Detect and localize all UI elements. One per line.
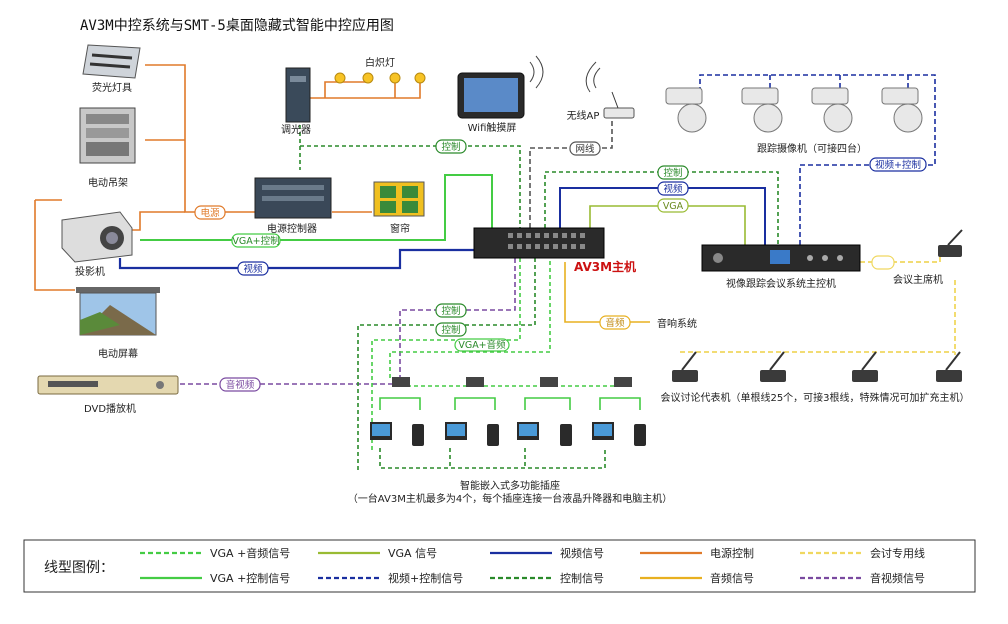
pc-towers-icon bbox=[412, 424, 646, 446]
delegates-label: 会议讨论代表机（单根线25个，可接3根线，特殊情况可加扩充主机） bbox=[660, 391, 969, 404]
legend-item: VGA +控制信号 bbox=[140, 571, 290, 585]
svg-text:VGA+音频: VGA+音频 bbox=[458, 339, 506, 351]
chairman-label: 会议主席机 bbox=[893, 273, 943, 286]
socket-note: （一台AV3M主机最多为4个，每个插座连接一台液晶升降器和电脑主机） bbox=[348, 492, 672, 505]
legend-label: 视频+控制信号 bbox=[388, 571, 463, 585]
vga-ctrl-edge-label: VGA+控制 bbox=[231, 233, 281, 248]
svg-text:控制: 控制 bbox=[441, 324, 460, 336]
tracking-cameras-icon bbox=[665, 87, 923, 133]
svg-text:VGA: VGA bbox=[663, 201, 684, 212]
audio-edge-label: 音频 bbox=[599, 315, 631, 330]
wireless-ap-icon bbox=[585, 61, 635, 119]
legend-label: 音视频信号 bbox=[870, 571, 925, 585]
curtain-label: 窗帘 bbox=[390, 222, 410, 235]
motor-hanger-icon bbox=[79, 107, 136, 164]
legend-label: 控制信号 bbox=[560, 571, 604, 585]
control-edge-label-s2: 控制 bbox=[435, 322, 467, 337]
sockets-icon bbox=[392, 377, 632, 387]
screen-label: 电动屏幕 bbox=[98, 347, 138, 360]
legend-item: 音视频信号 bbox=[800, 571, 925, 585]
projector-label: 投影机 bbox=[75, 265, 105, 278]
svg-text:音视频: 音视频 bbox=[226, 379, 255, 391]
lcd-lifts-icon bbox=[370, 422, 614, 440]
svg-text:电源: 电源 bbox=[200, 207, 220, 219]
diagram-title: AV3M中控系统与SMT-5桌面隐藏式智能中控应用图 bbox=[80, 17, 394, 34]
legend-label: VGA +控制信号 bbox=[210, 571, 290, 585]
svg-text:控制: 控制 bbox=[441, 141, 460, 153]
dimmer-label: 调光器 bbox=[281, 123, 311, 136]
legend-title: 线型图例： bbox=[44, 560, 114, 576]
legend-label: 音频信号 bbox=[710, 571, 754, 585]
bulbs-icon bbox=[334, 72, 426, 84]
cameras-label: 跟踪摄像机（可接四台） bbox=[757, 142, 867, 155]
svg-text:VGA+控制: VGA+控制 bbox=[232, 235, 279, 247]
svg-text:音频: 音频 bbox=[605, 317, 625, 329]
motor-hanger-label: 电动吊架 bbox=[88, 176, 128, 189]
video-edge-label-conf: 视频 bbox=[657, 181, 689, 196]
legend-label: VGA 信号 bbox=[388, 547, 437, 560]
legend-label: VGA +音频信号 bbox=[210, 546, 290, 560]
legend-item: 电源控制 bbox=[640, 546, 754, 560]
dvd-player-icon bbox=[37, 375, 179, 395]
legend-label: 会讨专用线 bbox=[870, 546, 925, 560]
svg-text:网线: 网线 bbox=[575, 143, 595, 155]
legend-item: 音频信号 bbox=[640, 571, 754, 585]
conf-edge-label bbox=[871, 255, 895, 270]
socket-title: 智能嵌入式多功能插座 bbox=[460, 479, 560, 492]
svg-text:视频: 视频 bbox=[243, 263, 263, 275]
legend-label: 视频信号 bbox=[560, 546, 604, 560]
power-edge-label: 电源 bbox=[194, 205, 226, 220]
incandescent-label: 白炽灯 bbox=[365, 56, 395, 69]
wifi-touchscreen-icon bbox=[457, 55, 544, 119]
projector-icon bbox=[61, 211, 133, 263]
main-unit-icon bbox=[473, 227, 605, 259]
legend-item: 会讨专用线 bbox=[800, 546, 925, 560]
legend-item: 视频信号 bbox=[490, 546, 604, 560]
control-edge-label-dimmer: 控制 bbox=[435, 139, 467, 154]
network-edge-label: 网线 bbox=[569, 141, 601, 156]
power-controller-icon bbox=[254, 177, 332, 219]
video-conf-host-icon bbox=[701, 244, 861, 272]
dvd-label: DVD播放机 bbox=[84, 402, 136, 415]
delegate-units-icon bbox=[672, 351, 962, 382]
control-edge-label-conf: 控制 bbox=[657, 165, 689, 180]
video-edge-label-projector: 视频 bbox=[237, 261, 269, 276]
chairman-unit-icon bbox=[938, 229, 963, 257]
legend-item: 控制信号 bbox=[490, 571, 604, 585]
svg-text:视频+控制: 视频+控制 bbox=[875, 159, 921, 171]
power-controller-label: 电源控制器 bbox=[267, 222, 317, 235]
dimmer-icon bbox=[285, 67, 311, 123]
legend-label: 电源控制 bbox=[710, 546, 754, 560]
curtain-icon bbox=[373, 181, 425, 217]
legend-item: VGA +音频信号 bbox=[140, 546, 290, 560]
svg-text:控制: 控制 bbox=[663, 167, 682, 179]
vga-audio-edge-label: VGA+音频 bbox=[454, 338, 510, 352]
svg-text:控制: 控制 bbox=[441, 305, 460, 317]
audio-system-label: 音响系统 bbox=[657, 317, 697, 330]
legend-item: 视频+控制信号 bbox=[318, 571, 463, 585]
main-unit-label: AV3M主机 bbox=[574, 259, 636, 274]
legend: 线型图例： VGA +音频信号 VGA 信号 视频信号 电源控制 会讨专用线 VGA +控… bbox=[23, 539, 976, 593]
vga-edge-label: VGA bbox=[657, 198, 689, 213]
fluorescent-lamp-icon bbox=[82, 44, 141, 79]
svg-text:视频: 视频 bbox=[663, 183, 683, 195]
edge-labels: 电源 VGA+控制 视频 控制 网线 控制 视频 VGA 视频+控制 音频 音视… bbox=[194, 139, 927, 392]
wifi-touchscreen-label: Wifi触摸屏 bbox=[468, 121, 517, 134]
av-edge-label: 音视频 bbox=[219, 377, 261, 392]
video-conf-label: 视像跟踪会议系统主控机 bbox=[726, 277, 836, 290]
fluorescent-label: 荧光灯具 bbox=[92, 81, 132, 94]
legend-item: VGA 信号 bbox=[318, 547, 437, 560]
video-ctrl-edge-label: 视频+控制 bbox=[869, 157, 927, 172]
screen-icon bbox=[76, 287, 160, 336]
connections bbox=[34, 64, 956, 470]
control-edge-label-s1: 控制 bbox=[435, 303, 467, 318]
wireless-ap-label: 无线AP bbox=[567, 109, 600, 122]
